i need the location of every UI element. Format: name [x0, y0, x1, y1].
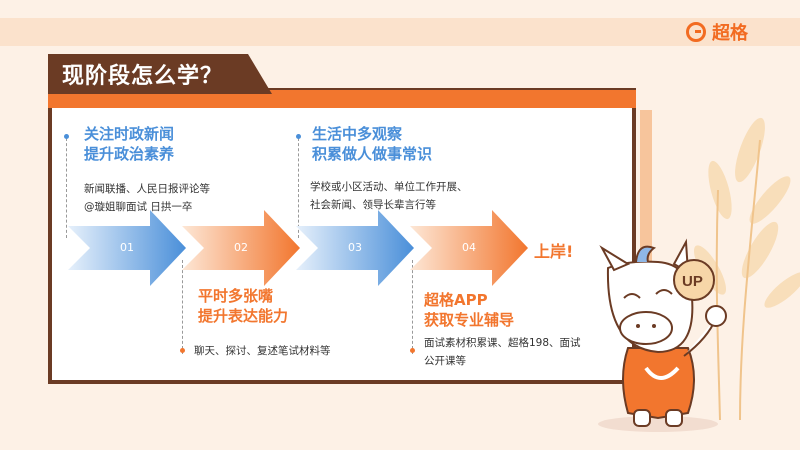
- step-02-desc-line1: 聊天、探讨、复述笔试材料等: [194, 345, 331, 357]
- frame-top-bar: [48, 90, 636, 108]
- step-02-heading-line1: 平时多张嘴: [198, 287, 274, 305]
- step-num-02: 02: [234, 241, 248, 254]
- step-02-heading: 平时多张嘴 提升表达能力: [198, 286, 288, 326]
- arrow-02: [182, 210, 300, 286]
- dot-04: [410, 348, 415, 353]
- step-01-desc-line1: 新闻联播、人民日报评论等: [84, 183, 210, 195]
- connector-01: [66, 138, 67, 238]
- step-04-desc-line1: 面试素材积累课、超格198、面试: [424, 337, 581, 349]
- connector-02: [182, 260, 183, 354]
- step-01-desc: 新闻联播、人民日报评论等 @璇姐聊面试 日拱一卒: [84, 180, 210, 216]
- step-04-heading-line1: 超格APP: [424, 291, 488, 309]
- step-02-desc: 聊天、探讨、复述笔试材料等: [194, 342, 331, 360]
- step-03-desc: 学校或小区活动、单位工作开展、 社会新闻、领导长辈言行等: [310, 178, 468, 214]
- step-04-desc-line2: 公开课等: [424, 355, 466, 367]
- connector-04: [412, 260, 413, 354]
- mascot-badge-text: UP: [682, 273, 703, 290]
- step-01-heading-line1: 关注时政新闻: [84, 125, 175, 143]
- arrow-01: [68, 210, 186, 286]
- top-band: [0, 18, 800, 46]
- logo-icon: [686, 22, 706, 42]
- step-03-desc-line2: 社会新闻、领导长辈言行等: [310, 199, 436, 211]
- step-01-heading: 关注时政新闻 提升政治素养: [84, 124, 174, 164]
- step-01-desc-line2: @璇姐聊面试 日拱一卒: [84, 201, 193, 213]
- title-tab: [48, 54, 272, 94]
- page-title: 现阶段怎么学？: [62, 64, 224, 89]
- step-04-desc: 面试素材积累课、超格198、面试 公开课等: [424, 334, 581, 370]
- dot-03: [296, 134, 301, 139]
- brand-name: 超格: [712, 23, 748, 44]
- step-num-01: 01: [120, 241, 134, 254]
- arrow-04: [410, 210, 528, 286]
- step-03-heading-line1: 生活中多观察: [312, 125, 403, 143]
- brand-logo: 超格: [686, 20, 748, 44]
- step-03-heading-line2: 积累做人做事常识: [312, 145, 433, 163]
- step-04-heading-line2: 获取专业辅导: [424, 311, 515, 329]
- dot-02: [180, 348, 185, 353]
- step-num-04: 04: [462, 241, 476, 254]
- arrow-03: [296, 210, 414, 286]
- step-num-03: 03: [348, 241, 362, 254]
- step-04-heading: 超格APP 获取专业辅导: [424, 290, 514, 330]
- step-02-heading-line2: 提升表达能力: [198, 307, 289, 325]
- step-03-desc-line1: 学校或小区活动、单位工作开展、: [310, 181, 468, 193]
- step-01-heading-line2: 提升政治素养: [84, 145, 175, 163]
- step-03-heading: 生活中多观察 积累做人做事常识: [312, 124, 432, 164]
- goal-label: 上岸!: [534, 242, 574, 261]
- dot-01: [64, 134, 69, 139]
- connector-03: [298, 138, 299, 238]
- decor-side-strip: [640, 110, 652, 280]
- mascot-illustration: UP: [598, 238, 727, 432]
